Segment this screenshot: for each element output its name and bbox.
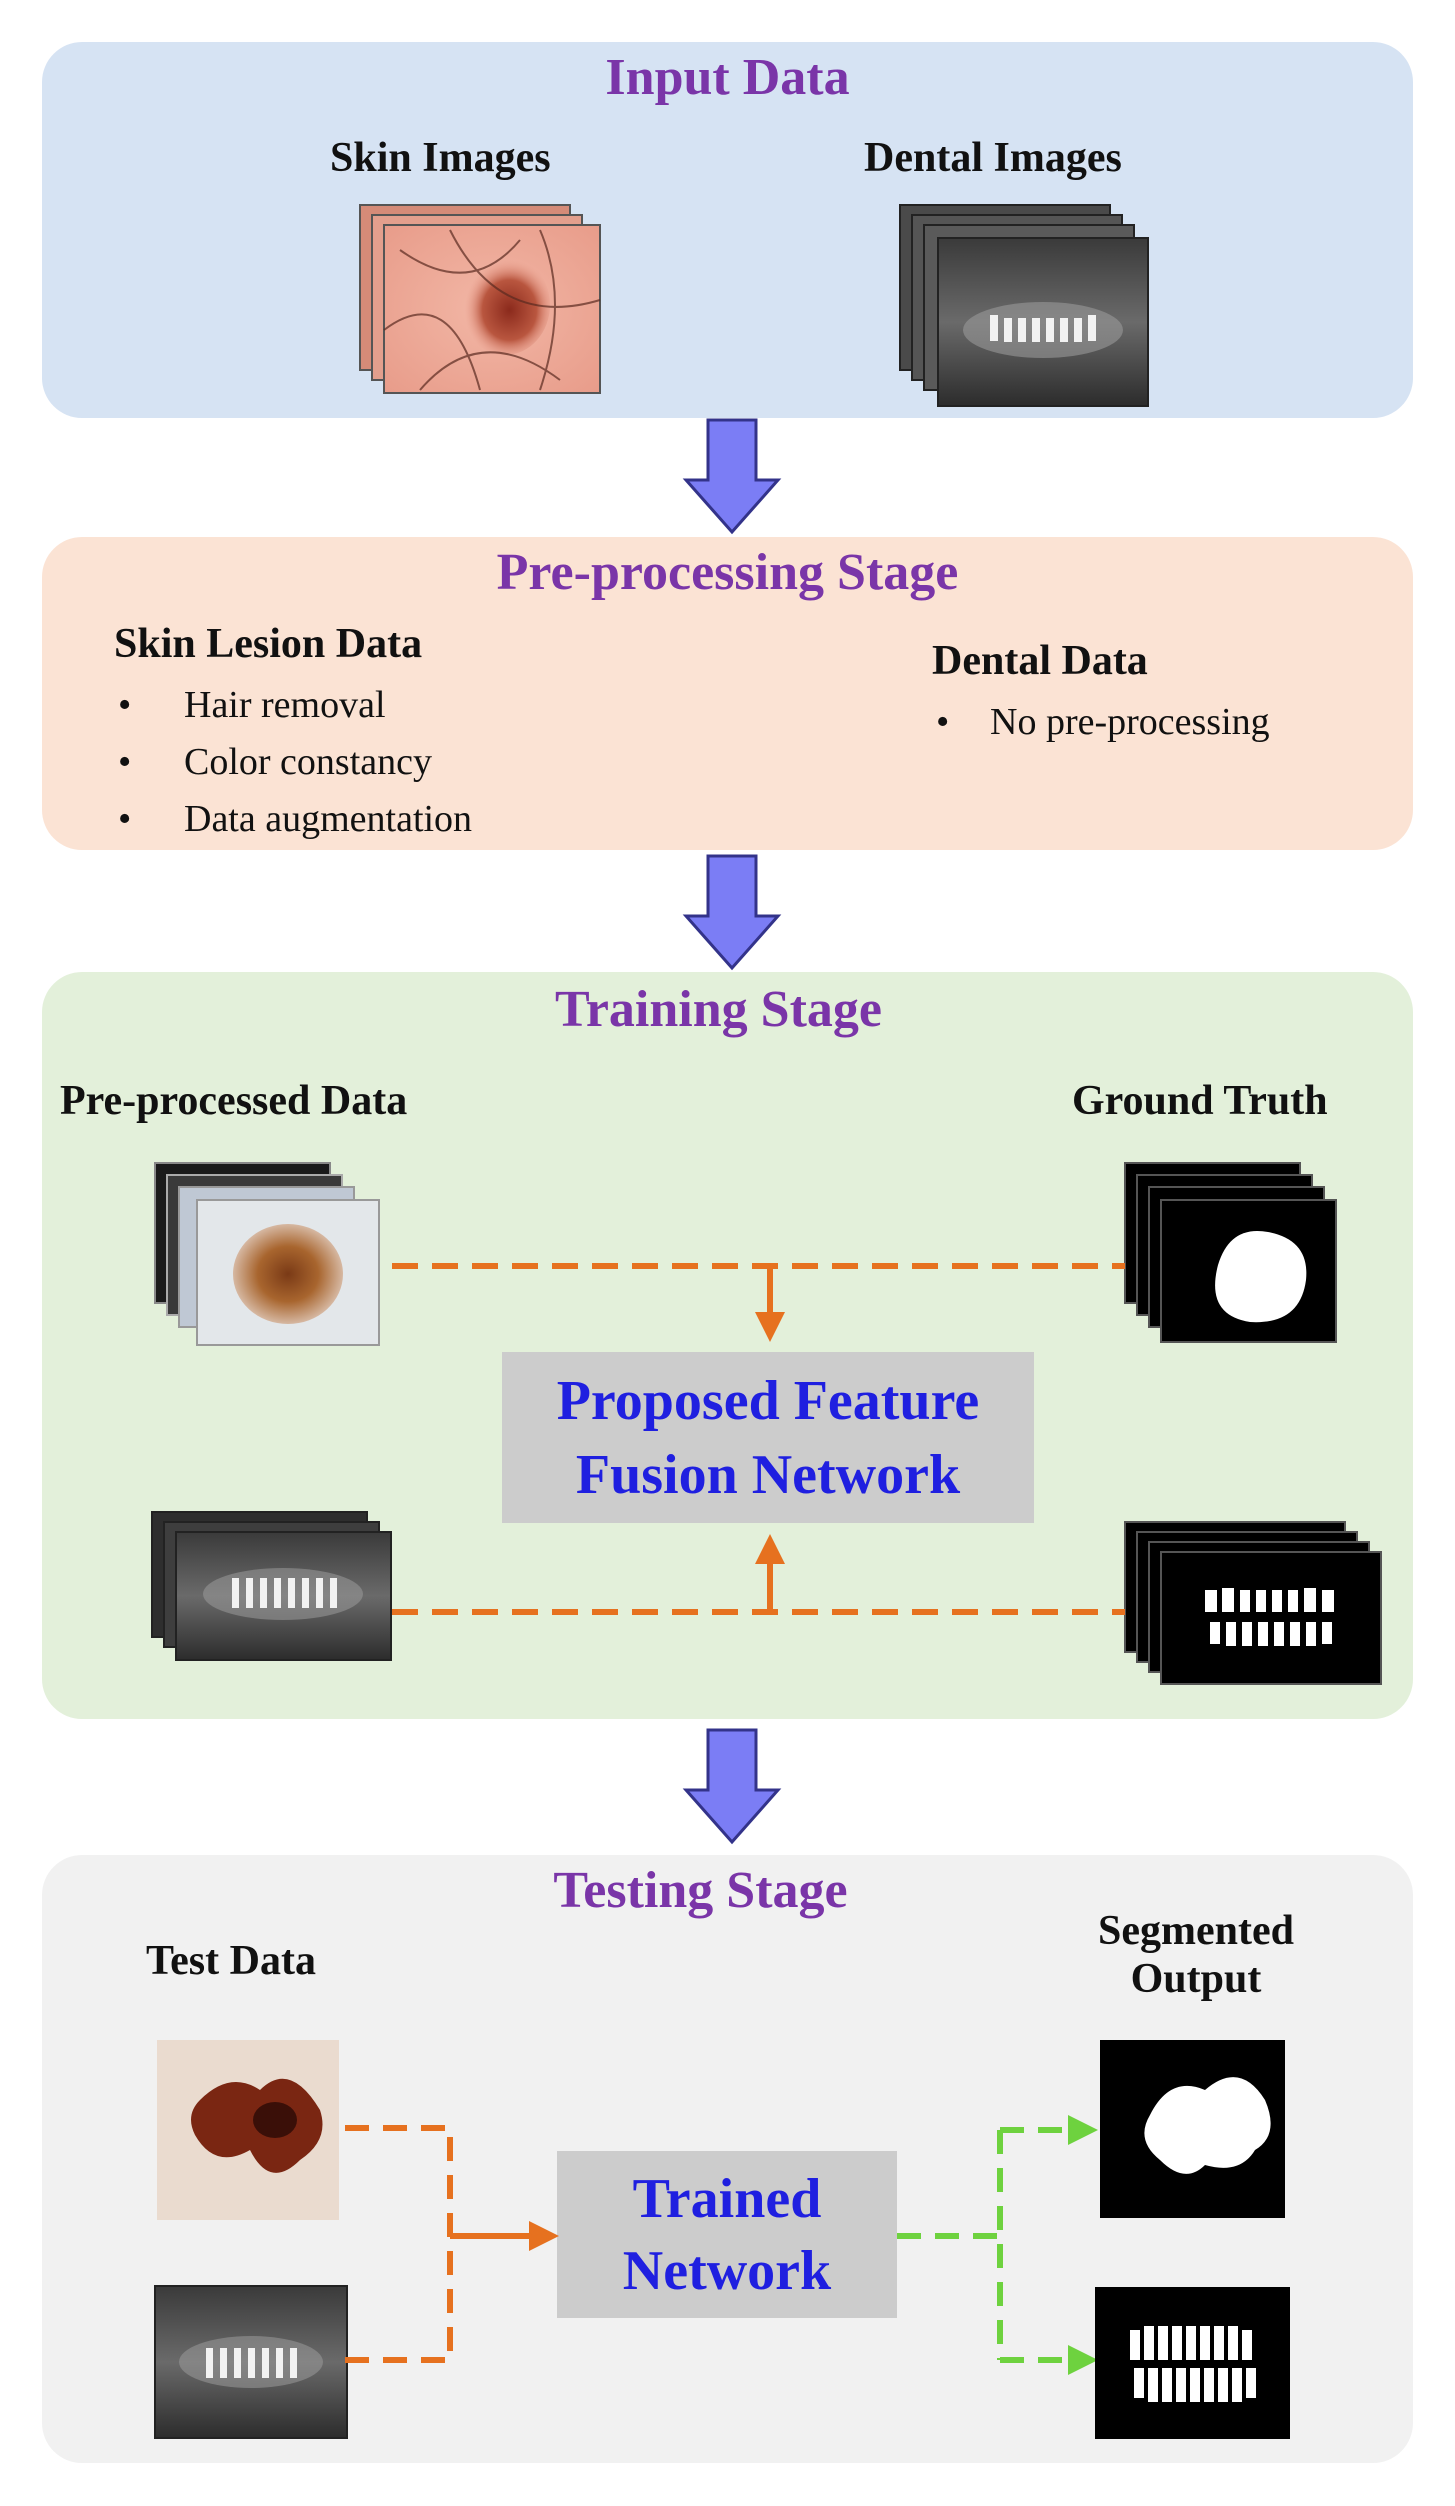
skin-image-stack bbox=[359, 204, 601, 394]
list-item: • Data augmentation bbox=[114, 791, 472, 848]
segmented-label-line1: Segmented bbox=[1098, 1908, 1294, 1954]
fusion-network-line2: Fusion Network bbox=[575, 1443, 961, 1506]
bullet-glyph: • bbox=[118, 684, 132, 726]
dental-image-stack bbox=[899, 204, 1149, 407]
segmented-dental-output bbox=[1095, 2287, 1290, 2439]
preprocessed-dental-stack bbox=[151, 1511, 392, 1661]
dental-steps-list: • No pre-processing bbox=[932, 694, 1270, 751]
testing-input-connectors bbox=[345, 2125, 559, 2363]
ground-truth-label: Ground Truth bbox=[1072, 1078, 1328, 1124]
preprocessing-title: Pre-processing Stage bbox=[496, 544, 959, 601]
no-preprocessing-item: No pre-processing bbox=[990, 701, 1270, 743]
hair-removal-item: Hair removal bbox=[184, 684, 386, 726]
segmented-output-label: Segmented Output bbox=[1066, 1907, 1326, 2003]
test-dental-image bbox=[154, 2285, 348, 2439]
flow-arrow-icon-3 bbox=[682, 1728, 782, 1845]
preprocessed-data-label: Pre-processed Data bbox=[60, 1078, 408, 1124]
flow-arrow-icon-2 bbox=[682, 854, 782, 971]
training-connectors bbox=[392, 1263, 1125, 1615]
list-item: • Hair removal bbox=[114, 677, 472, 734]
dental-data-heading: Dental Data bbox=[932, 638, 1148, 684]
fusion-network-line1: Proposed Feature bbox=[556, 1369, 980, 1432]
bullet-glyph: • bbox=[936, 701, 950, 743]
segmented-skin-output bbox=[1100, 2040, 1285, 2218]
bullet-glyph: • bbox=[118, 798, 132, 840]
testing-output-connectors bbox=[897, 2115, 1098, 2375]
color-constancy-item: Color constancy bbox=[184, 741, 433, 783]
trained-network-line1: Trained bbox=[632, 2167, 822, 2230]
data-augmentation-item: Data augmentation bbox=[184, 798, 473, 840]
preprocessed-skin-stack bbox=[154, 1162, 380, 1346]
test-skin-image bbox=[157, 2040, 339, 2220]
input-data-title: Input Data bbox=[605, 49, 850, 106]
list-item: • Color constancy bbox=[114, 734, 472, 791]
dental-images-label: Dental Images bbox=[864, 135, 1122, 181]
trained-network-box: Trained Network bbox=[557, 2151, 897, 2318]
test-data-label: Test Data bbox=[146, 1938, 316, 1984]
segmented-label-line2: Output bbox=[1130, 1956, 1262, 2002]
trained-network-line2: Network bbox=[622, 2239, 832, 2302]
skin-lesion-data-heading: Skin Lesion Data bbox=[114, 621, 423, 667]
testing-title: Testing Stage bbox=[553, 1862, 848, 1919]
flow-arrow-icon-1 bbox=[682, 418, 782, 535]
proposed-feature-fusion-network-box: Proposed Feature Fusion Network bbox=[502, 1352, 1034, 1523]
ground-truth-dental-mask-stack bbox=[1124, 1521, 1382, 1685]
skin-lesion-steps-list: • Hair removal • Color constancy • Data aug… bbox=[114, 677, 472, 848]
preprocessing-panel: Pre-processing Stage Skin Lesion Data • H… bbox=[42, 537, 1413, 850]
skin-images-label: Skin Images bbox=[330, 135, 551, 181]
input-data-panel: Input Data Skin Images Dental Images bbox=[42, 42, 1413, 418]
training-title: Training Stage bbox=[555, 981, 882, 1038]
bullet-glyph: • bbox=[118, 741, 132, 783]
ground-truth-skin-mask-stack bbox=[1124, 1162, 1337, 1343]
list-item: • No pre-processing bbox=[932, 694, 1270, 751]
